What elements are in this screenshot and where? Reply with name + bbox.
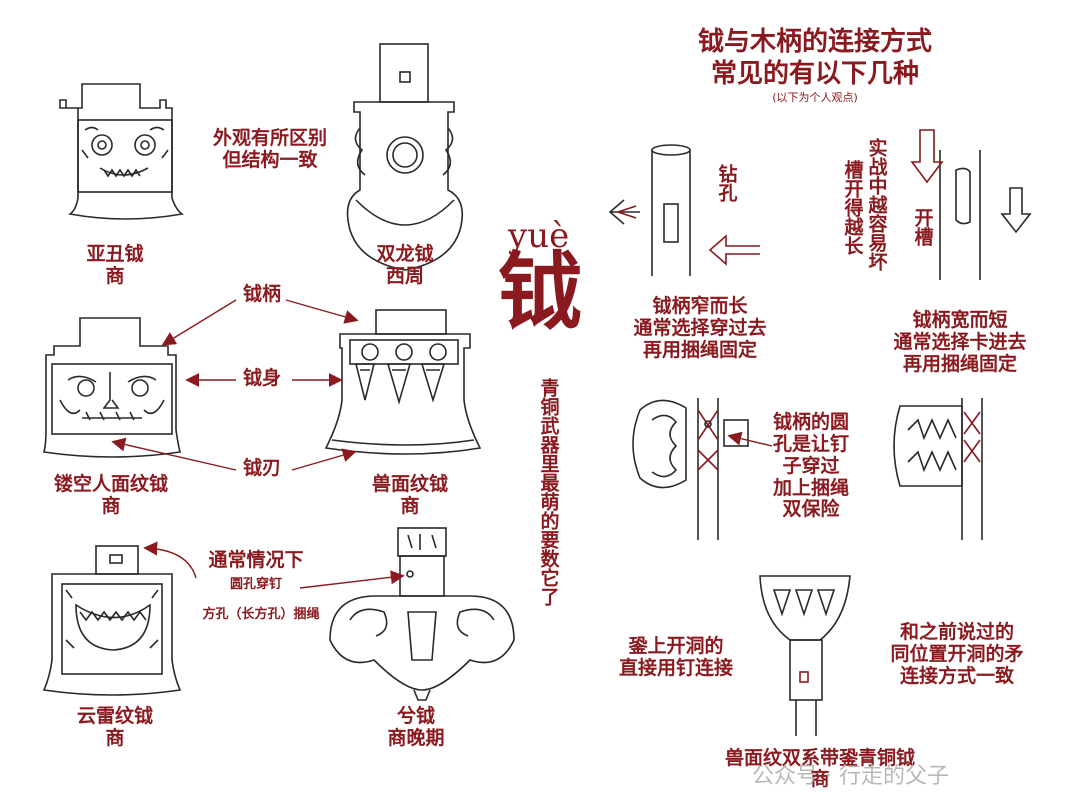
- handle-label: 钺柄: [242, 283, 281, 305]
- practical-label: 实战中越容易坏: [865, 138, 888, 271]
- drill-handle-drawing: [608, 144, 760, 276]
- narrow-handle-label: 钺柄窄而长 通常选择穿过去 再用捆绳固定: [633, 295, 767, 361]
- loukong-yue-drawing: [43, 317, 181, 458]
- yunlei-yue-drawing: [42, 545, 182, 696]
- title-note: (以下为个人观点): [772, 91, 858, 104]
- shuanglong-caption: 双龙钺 西周: [376, 243, 434, 287]
- yachou-caption: 亚丑钺 商: [86, 243, 144, 287]
- socketed-yue-drawing: [759, 575, 851, 736]
- blade-arrow-right: [291, 448, 357, 471]
- round-hole-callout-arrow: [727, 431, 773, 447]
- yunlei-caption: 云雷纹钺 商: [76, 705, 153, 749]
- handle-arrow-left: [161, 299, 237, 346]
- groove-handle-drawing: [910, 129, 1032, 280]
- same-position-label: 和之前说过的 同位置开洞的矛 连接方式一致: [890, 621, 1024, 687]
- socket-label: 銎上开洞的 直接用钉连接: [618, 635, 733, 679]
- round-hole-arrow: [143, 541, 197, 579]
- big-character: 钺: [498, 243, 583, 341]
- shoumian-yue-drawing: [324, 309, 482, 455]
- wide-handle-label: 钺柄宽而短 通常选择卡进去 再用捆绳固定: [893, 309, 1027, 375]
- hafted-wide-drawing: [893, 398, 983, 540]
- drill-label: 钻孔: [715, 164, 738, 202]
- shuanglong-yue-drawing: [346, 43, 464, 271]
- title-line-1: 钺与木柄的连接方式: [697, 27, 932, 57]
- groove-more-label: 槽开得越长: [841, 160, 864, 255]
- loukong-caption: 镂空人面纹钺 商: [53, 473, 168, 517]
- same-structure-label: 外观有所区别 但结构一致: [212, 127, 327, 171]
- xi-yue-drawing: [329, 527, 515, 701]
- square-hole-arrow: [299, 570, 405, 589]
- usual-label: 通常情况下: [208, 549, 304, 571]
- body-label: 钺身: [242, 367, 281, 389]
- square-hole-label: 方孔（长方孔）捆绳: [202, 607, 320, 622]
- xi-caption: 兮钺 商晚期: [387, 705, 445, 749]
- watermark: 公众号 · 行走的父子: [752, 764, 949, 789]
- blade-arrow-left: [111, 437, 237, 471]
- bottom-caption: 兽面纹双系带銎青铜钺 商: [724, 747, 915, 790]
- handle-arrow-right: [285, 299, 359, 324]
- groove-label: 开槽: [911, 208, 934, 246]
- vertical-caption: 青铜武器里最萌的要数它了: [537, 378, 560, 606]
- yachou-yue-drawing: [59, 83, 185, 220]
- blade-label: 钺刃: [242, 457, 281, 479]
- pinyin-label: yuè: [508, 216, 570, 256]
- round-hole-note: 钺柄的圆 孔是让钉 子穿过 加上捆绳 双保险: [772, 411, 849, 521]
- shoumian-caption: 兽面纹钺 商: [371, 473, 448, 517]
- hafted-round-hole-drawing: [632, 398, 749, 540]
- title-line-2: 常见的有以下几种: [710, 59, 919, 89]
- round-hole-label: 圆孔穿钉: [229, 577, 282, 592]
